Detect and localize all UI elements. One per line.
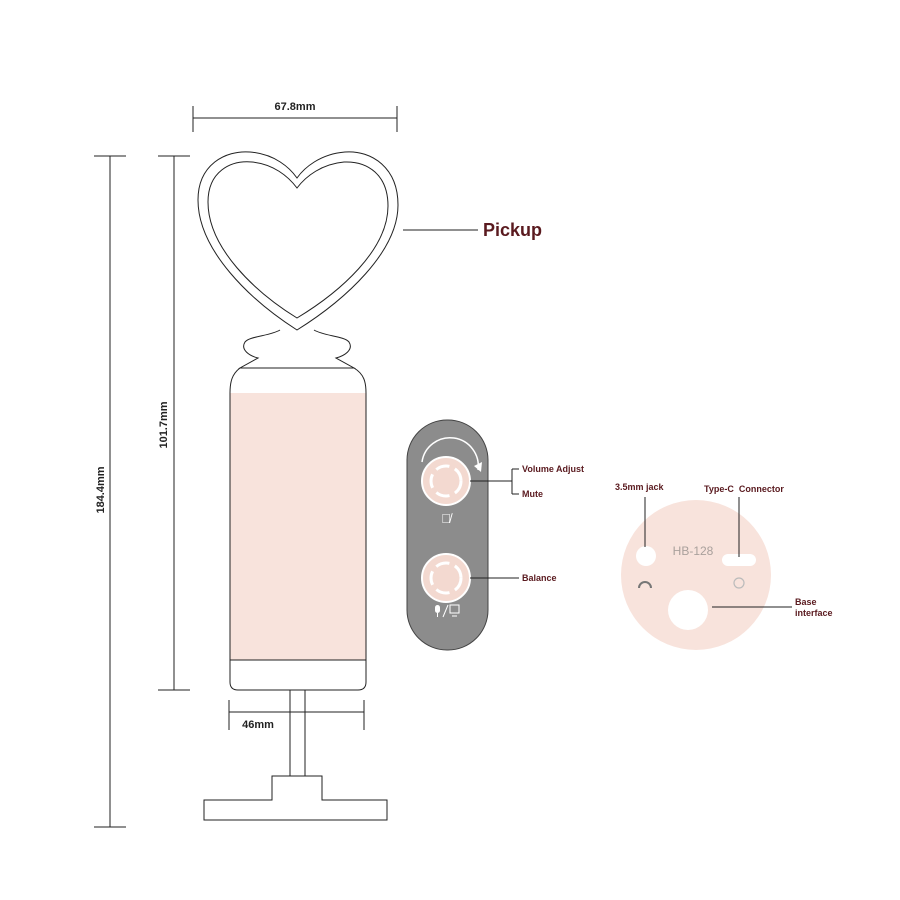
- neck: [238, 329, 356, 369]
- model-label: HB-128: [673, 544, 714, 558]
- pickup-label: Pickup: [483, 220, 542, 240]
- width-dimension: 67.8mm: [192, 101, 398, 132]
- mute-mic-icon: 🎙̸: [441, 511, 453, 526]
- type-c-port: [722, 554, 756, 566]
- body-height-dimension: 101.7mm: [158, 155, 190, 691]
- width-label: 67.8mm: [275, 101, 316, 113]
- stand: [203, 689, 388, 821]
- jack-label: 3.5mm jack: [615, 482, 665, 492]
- headphone-icon: [638, 581, 652, 589]
- power-icon: [733, 577, 745, 589]
- rotate-arrow-icon: [421, 437, 480, 471]
- base-interface-label-2: interface: [795, 608, 833, 618]
- body-width-dimension: 46mm: [228, 700, 365, 731]
- body-width-label: 46mm: [242, 719, 274, 731]
- balance-knob[interactable]: [421, 553, 471, 603]
- total-height-dimension: 184.4mm: [94, 155, 126, 828]
- base-disk: HB-128: [621, 500, 771, 650]
- type-c-label: Type-C Connector: [704, 484, 784, 494]
- mute-label: Mute: [522, 489, 543, 499]
- volume-knob[interactable]: [421, 456, 471, 506]
- control-panel: 🎙̸: [406, 419, 519, 651]
- base-interface-label-1: Base: [795, 597, 817, 607]
- base-interface-hole: [668, 590, 708, 630]
- jack-port: [636, 546, 656, 566]
- heart-pickup: [197, 151, 399, 331]
- body-height-label: 101.7mm: [158, 401, 170, 448]
- volume-adjust-label: Volume Adjust: [522, 464, 584, 474]
- total-height-label: 184.4mm: [95, 466, 107, 513]
- mic-monitor-icon: [435, 604, 460, 618]
- balance-label: Balance: [522, 573, 557, 583]
- mic-body: [229, 367, 367, 691]
